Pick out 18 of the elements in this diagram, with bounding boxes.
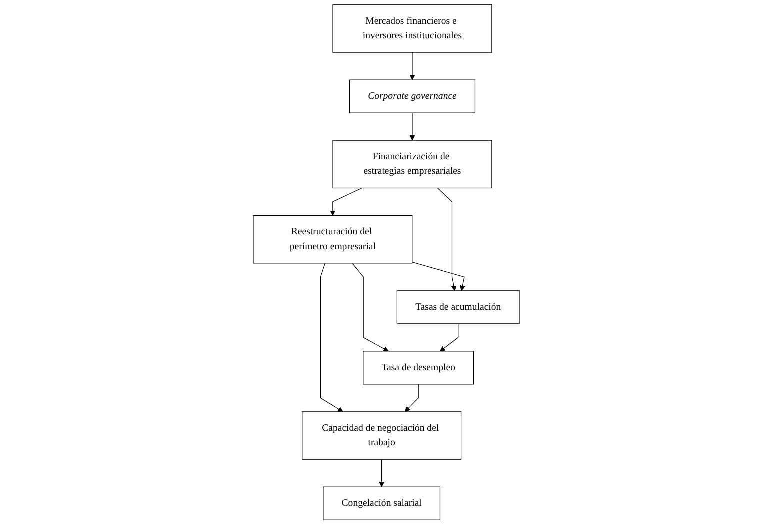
- node-box: Reestructuración del perímetro empresarial: [253, 215, 413, 264]
- arrow: [437, 188, 457, 292]
- arrow: [404, 384, 419, 412]
- arrow: [320, 263, 344, 412]
- node-box: Financiarización de estrategias empresariales: [332, 140, 492, 189]
- node-box: Capacidad de negociación del trabajo: [302, 412, 462, 460]
- node-box: Corporate governance: [349, 80, 476, 114]
- node-box: Congelación salarial: [323, 486, 441, 520]
- arrow: [440, 324, 459, 352]
- arrow: [330, 188, 362, 216]
- node-box: Mercados financieros e inversores institucionales: [332, 4, 492, 53]
- arrow: [410, 52, 416, 80]
- arrow: [379, 459, 385, 488]
- node-box: Tasas de acumulación: [396, 290, 520, 324]
- arrow: [352, 263, 389, 352]
- node-box: Tasa de desempleo: [363, 351, 474, 385]
- arrow: [412, 262, 466, 292]
- arrow: [410, 112, 416, 141]
